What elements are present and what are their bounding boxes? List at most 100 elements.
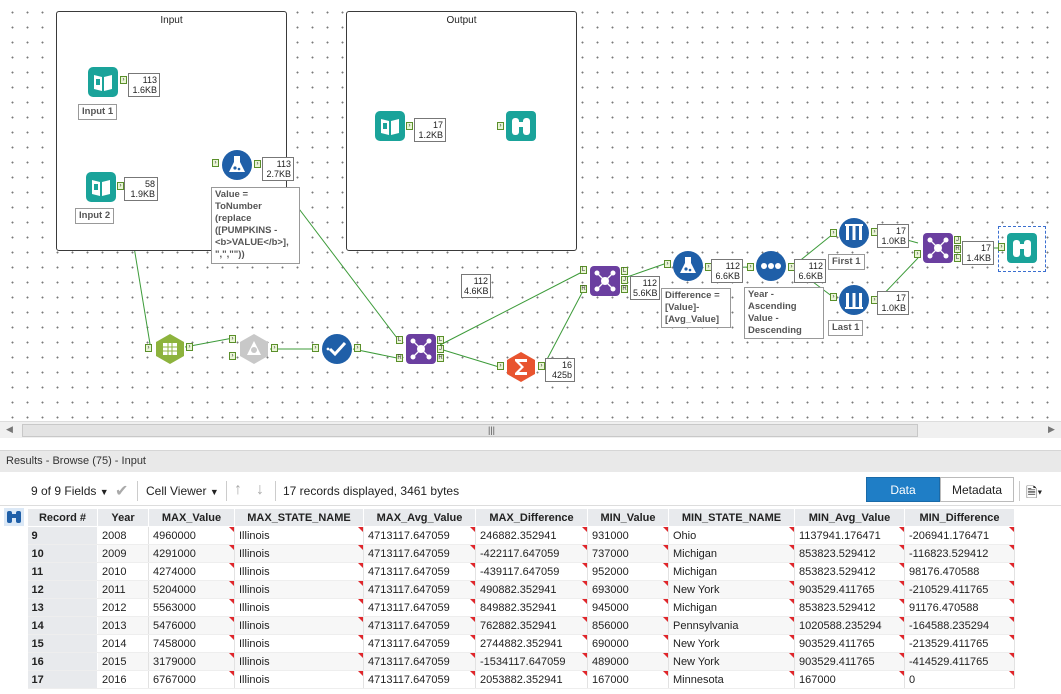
formula-tool-2[interactable] (672, 250, 704, 282)
table-cell[interactable]: 91176.470588 (904, 598, 1015, 617)
table-cell[interactable]: Pennsylvania (668, 616, 795, 635)
table-cell[interactable]: 2053882.352941 (475, 670, 588, 689)
output-anchor-J[interactable]: J (621, 276, 628, 284)
input-anchor[interactable]: › (830, 229, 837, 237)
join-tool-2[interactable] (589, 265, 621, 297)
table-cell[interactable]: 2012 (97, 598, 149, 617)
table-cell[interactable]: 4291000 (148, 544, 235, 563)
output-anchor[interactable]: › (186, 343, 193, 351)
table-cell[interactable]: 903529.411765 (794, 652, 905, 671)
text-to-columns-tool[interactable] (154, 333, 186, 365)
sample-tool-last[interactable] (838, 284, 870, 316)
table-cell[interactable]: 853823.529412 (794, 544, 905, 563)
table-cell[interactable]: -422117.647059 (475, 544, 588, 563)
input-anchor[interactable]: › (914, 250, 921, 258)
table-cell[interactable]: Minnesota (668, 670, 795, 689)
input-anchor-L[interactable]: L (580, 266, 587, 274)
output-anchor-R[interactable]: R (621, 285, 628, 293)
table-cell[interactable]: 167000 (587, 670, 669, 689)
table-cell[interactable]: Illinois (234, 598, 364, 617)
sort-tool[interactable] (755, 250, 787, 282)
table-cell[interactable]: New York (668, 634, 795, 653)
column-header[interactable]: MAX_Value (148, 508, 235, 527)
output-anchor[interactable]: › (120, 76, 127, 84)
table-cell[interactable]: 2008 (97, 526, 149, 545)
tab-metadata[interactable]: Metadata (940, 477, 1014, 502)
table-cell[interactable]: -414529.411765 (904, 652, 1015, 671)
table-cell[interactable]: 3179000 (148, 652, 235, 671)
table-cell[interactable]: 690000 (587, 634, 669, 653)
fields-selector[interactable]: 9 of 9 Fields ▼ (31, 484, 109, 498)
table-cell[interactable]: Ohio (668, 526, 795, 545)
table-cell[interactable]: 853823.529412 (794, 562, 905, 581)
output-input-data-tool[interactable] (374, 110, 406, 142)
output-container[interactable]: Output (346, 11, 577, 251)
canvas-horizontal-scrollbar[interactable]: ◀ ||| ▶ (0, 421, 1061, 438)
column-header[interactable]: Record # (27, 508, 98, 527)
table-cell[interactable]: 490882.352941 (475, 580, 588, 599)
input-anchor-R[interactable]: R (580, 285, 587, 293)
table-cell[interactable]: 5204000 (148, 580, 235, 599)
table-cell[interactable]: -206941.176471 (904, 526, 1015, 545)
table-cell[interactable]: Illinois (234, 634, 364, 653)
column-header[interactable]: MAX_STATE_NAME (234, 508, 364, 527)
table-cell[interactable]: 952000 (587, 562, 669, 581)
summarize-tool[interactable] (505, 351, 537, 383)
binoculars-icon[interactable] (4, 508, 24, 526)
output-anchor-J[interactable]: J (437, 345, 444, 353)
input-anchor-L[interactable]: L (396, 336, 403, 344)
table-cell[interactable]: 762882.352941 (475, 616, 588, 635)
table-cell[interactable]: -164588.235294 (904, 616, 1015, 635)
output-anchor[interactable]: › (117, 182, 124, 190)
cell-viewer-selector[interactable]: Cell Viewer ▼ (146, 484, 219, 498)
table-cell[interactable]: -439117.647059 (475, 562, 588, 581)
table-cell[interactable]: 7458000 (148, 634, 235, 653)
scroll-right-arrow-icon[interactable]: ▶ (1048, 424, 1055, 434)
record-number-cell[interactable]: 14 (27, 616, 98, 635)
checkmark-icon[interactable]: ✔ (115, 483, 129, 500)
scrollbar-thumb[interactable]: ||| (22, 424, 918, 437)
output-anchor-J[interactable]: J (954, 236, 961, 244)
table-cell[interactable]: Michigan (668, 562, 795, 581)
table-cell[interactable]: 945000 (587, 598, 669, 617)
column-header[interactable]: MIN_Value (587, 508, 669, 527)
arrow-down-icon[interactable]: ↓ (256, 481, 264, 498)
table-cell[interactable]: 4713117.647059 (363, 544, 476, 563)
table-cell[interactable]: 4713117.647059 (363, 652, 476, 671)
record-number-cell[interactable]: 13 (27, 598, 98, 617)
column-header[interactable]: Year (97, 508, 149, 527)
table-cell[interactable]: Michigan (668, 544, 795, 563)
output-anchor-L[interactable]: L (437, 336, 444, 344)
table-cell[interactable]: 2744882.352941 (475, 634, 588, 653)
input-data-tool-2[interactable] (85, 171, 117, 203)
table-cell[interactable]: 4713117.647059 (363, 562, 476, 581)
select-tool[interactable] (321, 333, 353, 365)
table-cell[interactable]: New York (668, 580, 795, 599)
table-cell[interactable]: 1137941.176471 (794, 526, 905, 545)
output-anchor-L[interactable]: L (954, 254, 961, 262)
record-number-cell[interactable]: 10 (27, 544, 98, 563)
record-number-cell[interactable]: 17 (27, 670, 98, 689)
input-anchor[interactable]: › (312, 344, 319, 352)
table-cell[interactable]: 1020588.235294 (794, 616, 905, 635)
table-cell[interactable]: 167000 (794, 670, 905, 689)
table-cell[interactable]: 5563000 (148, 598, 235, 617)
table-cell[interactable]: 853823.529412 (794, 598, 905, 617)
formula-tool-1[interactable] (221, 149, 253, 181)
table-cell[interactable]: Illinois (234, 652, 364, 671)
output-anchor[interactable]: › (271, 344, 278, 352)
output-anchor[interactable]: › (354, 344, 361, 352)
table-cell[interactable]: 98176.470588 (904, 562, 1015, 581)
table-cell[interactable]: 2010 (97, 562, 149, 581)
record-number-cell[interactable]: 15 (27, 634, 98, 653)
export-icon[interactable]: 🗎▾ (1026, 484, 1043, 500)
input-anchor[interactable]: › (664, 260, 671, 268)
column-header[interactable]: MAX_Difference (475, 508, 588, 527)
table-cell[interactable]: 4274000 (148, 562, 235, 581)
